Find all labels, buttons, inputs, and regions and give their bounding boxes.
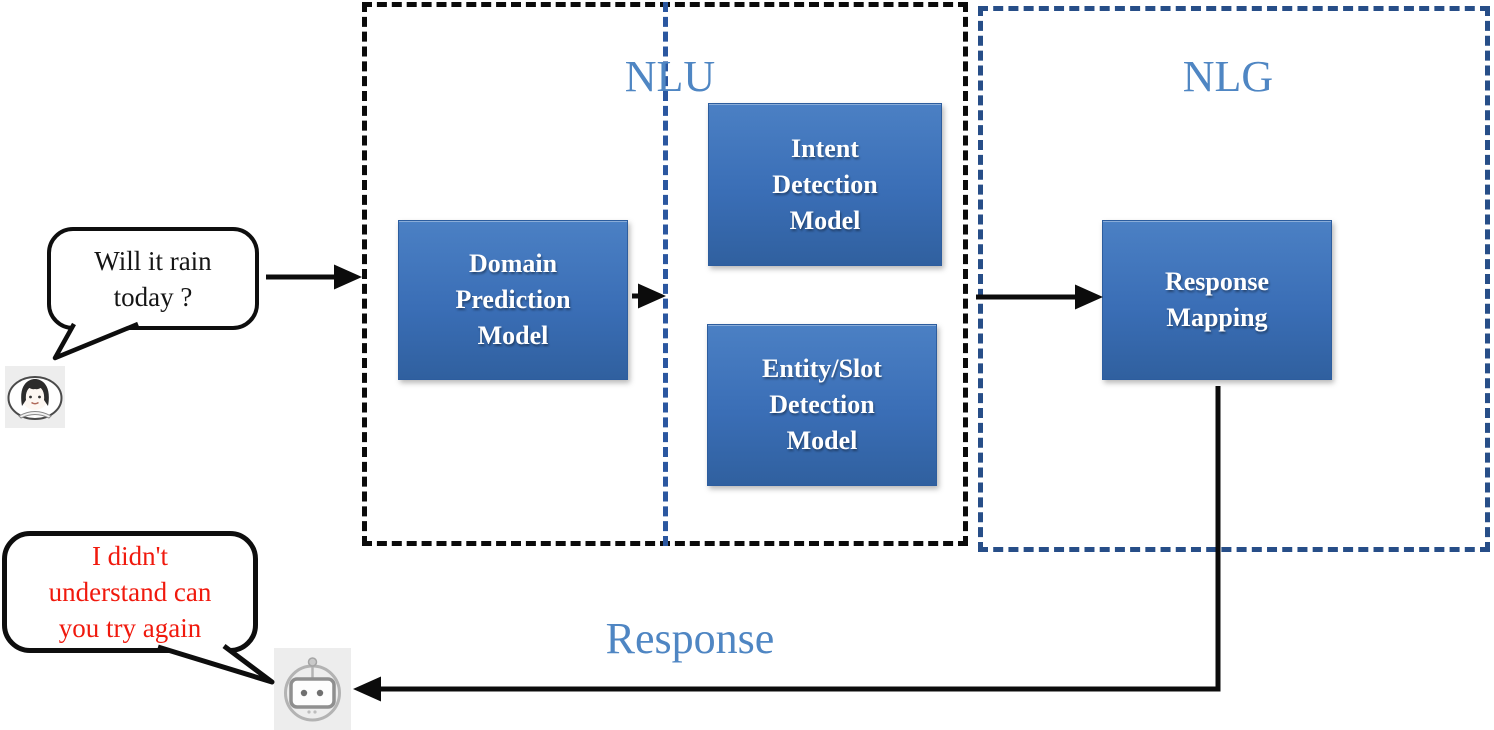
robot-faceplate <box>289 677 336 709</box>
nlu-region-label: NLU <box>624 52 716 101</box>
robot-right-eye <box>316 689 324 697</box>
avatar-right-eye <box>38 395 41 399</box>
avatar-left-eye <box>29 395 32 399</box>
avatar-bangs <box>27 383 43 390</box>
robot-mouth-dot-2 <box>313 710 317 714</box>
robot-face-icon <box>274 648 351 730</box>
robot-antenna-tip <box>307 657 318 667</box>
domain-prediction-model-node: Domain Prediction Model <box>398 220 628 380</box>
intent-detection-model-node: Intent Detection Model <box>708 103 942 266</box>
avatar-smile <box>31 401 39 405</box>
robot-mouth-dot-1 <box>307 710 311 714</box>
entity-slot-detection-model-node: Entity/Slot Detection Model <box>707 324 937 486</box>
nlg-region-label: NLG <box>1182 52 1274 101</box>
response-arrow-label: Response <box>605 614 775 663</box>
user-query-bubble: Will it rain today ? <box>47 227 259 330</box>
nlg-region-box <box>978 6 1490 552</box>
response-mapping-node: Response Mapping <box>1102 220 1332 380</box>
avatar-face <box>22 384 48 410</box>
nlu-internal-divider <box>663 2 668 546</box>
avatar-shoulders <box>18 411 52 419</box>
bot-response-bubble: I didn't understand can you try again <box>2 531 258 653</box>
robot-left-eye <box>300 689 308 697</box>
woman-avatar-icon <box>5 366 65 433</box>
